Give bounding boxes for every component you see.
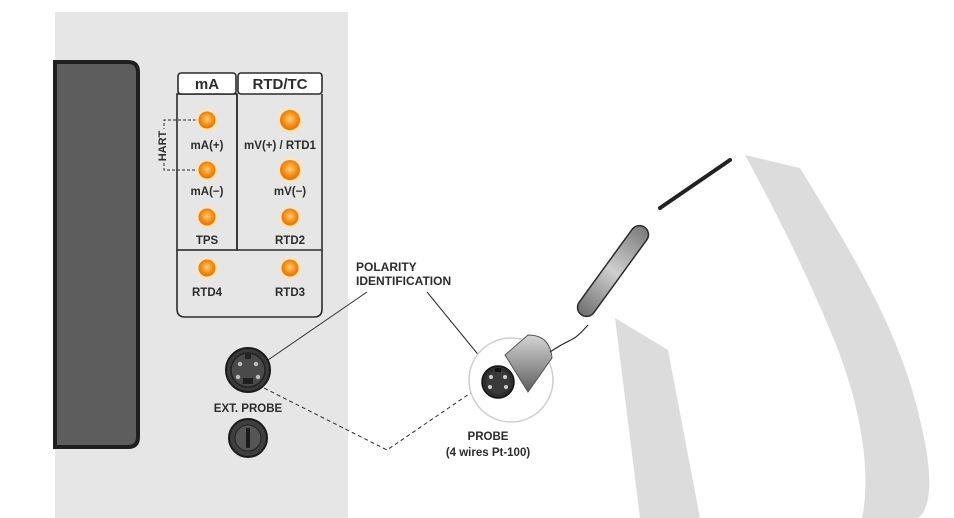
terminal-ma-plus[interactable] (195, 108, 219, 132)
terminal-rtd4[interactable] (195, 256, 219, 280)
probe-pin (503, 375, 507, 379)
polarity-label-line1: POLARITY (356, 260, 417, 274)
hart-bracket: HART (157, 119, 196, 171)
terminal-ma-minus[interactable] (195, 158, 219, 182)
probe-pin (488, 385, 492, 389)
connector-key (243, 378, 253, 384)
connector-pin (235, 374, 241, 380)
probe-label-line1: PROBE (468, 431, 509, 443)
label-tps: TPS (196, 235, 219, 247)
terminal-rtd3[interactable] (278, 256, 302, 280)
probe-polarity-notch (495, 368, 501, 372)
polarity-callout-line (267, 291, 368, 361)
terminal-rtd2[interactable] (278, 205, 302, 229)
rtd-tc-header: RTD/TC (253, 76, 308, 93)
label-mv-plus-rtd1: mV(+) / RTD1 (244, 140, 316, 152)
pt100-probe (576, 158, 732, 318)
label-mv-minus: mV(−) (274, 186, 306, 198)
probe-wire (658, 158, 732, 210)
connector-pin (253, 361, 259, 367)
probe-plug-detail (468, 334, 554, 423)
ma-header: mA (195, 76, 219, 93)
watermark-stroke-right (745, 155, 930, 518)
label-ma-minus: mA(−) (191, 186, 224, 198)
connector-pin (237, 361, 243, 367)
ext-probe-label: EXT. PROBE (214, 403, 283, 415)
label-rtd4: RTD4 (192, 287, 223, 299)
knob-control[interactable] (228, 418, 268, 458)
label-rtd2: RTD2 (275, 235, 305, 247)
probe-plug-body (504, 334, 553, 393)
probe-pin (489, 375, 493, 379)
probe-label-line2: (4 wires Pt-100) (446, 447, 531, 459)
hart-label: HART (157, 130, 169, 161)
knob-slot (246, 428, 250, 448)
terminal-mv-minus[interactable] (277, 157, 303, 183)
probe-sheath (576, 224, 650, 318)
ext-probe-connector[interactable] (225, 347, 271, 393)
lower-terminal-frame (176, 250, 323, 318)
ma-header-box (177, 72, 237, 95)
background-watermark (615, 155, 930, 518)
watermark-stroke-left (615, 318, 700, 518)
display-screen (53, 60, 140, 449)
polarity-label-line2: IDENTIFICATION (356, 274, 451, 288)
polarity-key-notch (245, 354, 251, 359)
connector-pin (255, 374, 261, 380)
connection-dashed-line (257, 384, 473, 451)
terminal-tps[interactable] (195, 205, 219, 229)
rtd-tc-header-box (237, 72, 323, 95)
label-rtd3: RTD3 (275, 287, 305, 299)
probe-cable (549, 324, 589, 353)
label-ma-plus: mA(+) (191, 140, 224, 152)
probe-pin (504, 385, 508, 389)
terminal-mv-plus-rtd1[interactable] (277, 107, 303, 133)
